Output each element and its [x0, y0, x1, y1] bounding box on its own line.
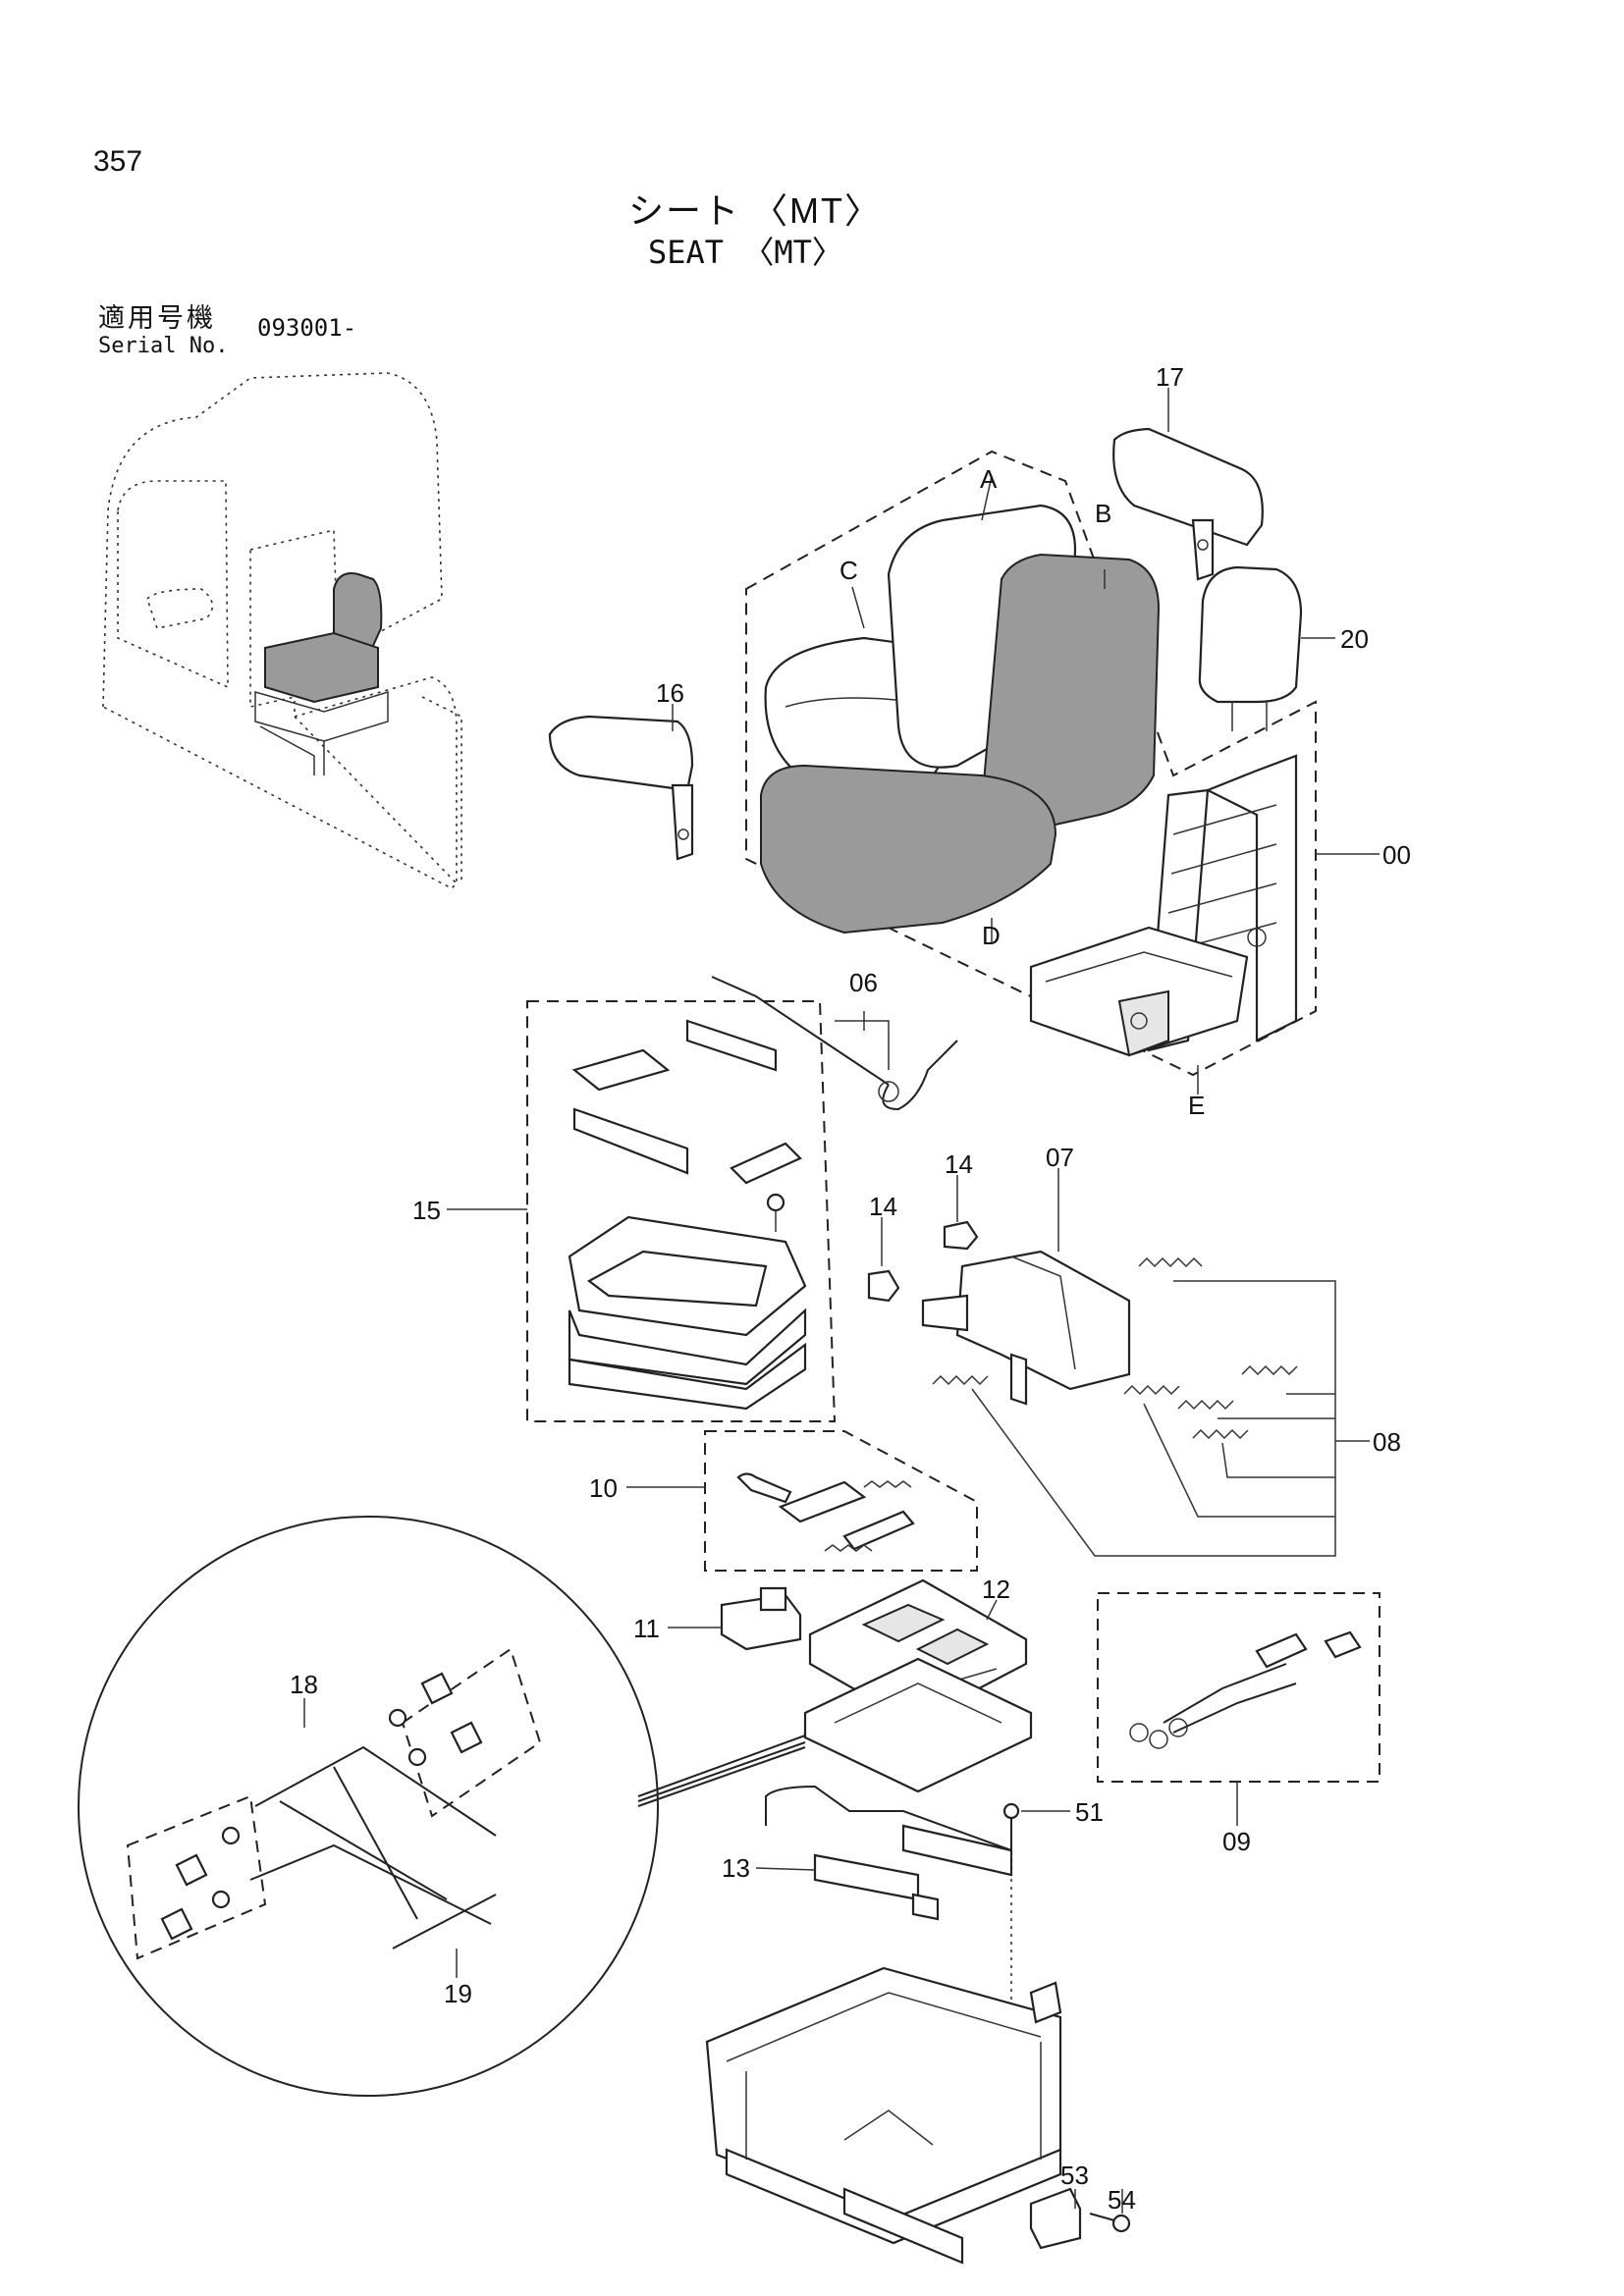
bolt-51: [1002, 1802, 1020, 2007]
bolt-54: [1089, 2213, 1131, 2233]
bracket-53: [1029, 2187, 1082, 2250]
callout-18: 18: [290, 1670, 318, 1699]
callout-09: 09: [1222, 1827, 1251, 1856]
callout-A: A: [980, 464, 998, 494]
callout-06: 06: [849, 968, 878, 997]
seat-assembly-group: [745, 450, 1317, 1077]
page-number: 357: [93, 145, 143, 178]
callout-10: 10: [589, 1473, 618, 1503]
callout-17: 17: [1156, 362, 1184, 392]
callout-14-upper: 14: [945, 1149, 973, 1179]
seat-frame: [1029, 754, 1298, 1057]
armrest-right: [1112, 427, 1264, 581]
callout-54: 54: [1108, 2185, 1136, 2215]
stopper-14-lower: [867, 1269, 900, 1303]
callout-16: 16: [656, 678, 684, 708]
title-japanese: シート 〈MT〉: [628, 190, 882, 231]
callout-19: 19: [444, 1979, 472, 2008]
callout-11: 11: [633, 1614, 660, 1643]
cab-overview: [102, 372, 462, 889]
lever-bracket: [921, 1250, 1131, 1406]
callout-20: 20: [1340, 624, 1369, 654]
serial-label-japanese: 適用号機: [98, 303, 216, 333]
leader-lines: [303, 388, 1380, 2214]
callout-53: 53: [1060, 2161, 1089, 2190]
callout-C: C: [839, 556, 858, 585]
callout-15: 15: [412, 1196, 441, 1225]
callout-B: B: [1095, 499, 1111, 528]
callout-13: 13: [722, 1853, 750, 1883]
callout-00: 00: [1382, 840, 1411, 870]
callout-14-lower: 14: [869, 1192, 897, 1221]
base-frame: [705, 1966, 1062, 2265]
suspension-cover-group: [526, 1000, 837, 1422]
callout-07: 07: [1046, 1143, 1074, 1172]
cable: [711, 976, 958, 1111]
handle-13: [765, 1785, 1013, 1921]
detail-view: [78, 1516, 806, 2097]
armrest-left: [548, 715, 694, 861]
callout-labels: A B C D E 00 06 07 08 09 10 11 12 13 14 …: [290, 362, 1411, 2215]
callout-D: D: [982, 921, 1001, 950]
link-kit-group: [1097, 1592, 1380, 1783]
suspension-mechanism: [803, 1578, 1033, 1793]
stopper-14-upper: [943, 1220, 979, 1251]
callout-08: 08: [1373, 1427, 1401, 1457]
callout-E: E: [1188, 1091, 1205, 1120]
adjuster-kit-group: [704, 1430, 978, 1572]
callout-51: 51: [1075, 1797, 1104, 1827]
bracket-11: [720, 1586, 802, 1651]
serial-label-english: Serial No.: [98, 334, 229, 358]
title-english: SEAT 〈MT〉: [648, 234, 843, 271]
callout-12: 12: [982, 1575, 1010, 1604]
springs: [932, 1256, 1298, 1440]
headrest: [1198, 565, 1303, 731]
serial-number-value: 093001-: [257, 314, 357, 342]
